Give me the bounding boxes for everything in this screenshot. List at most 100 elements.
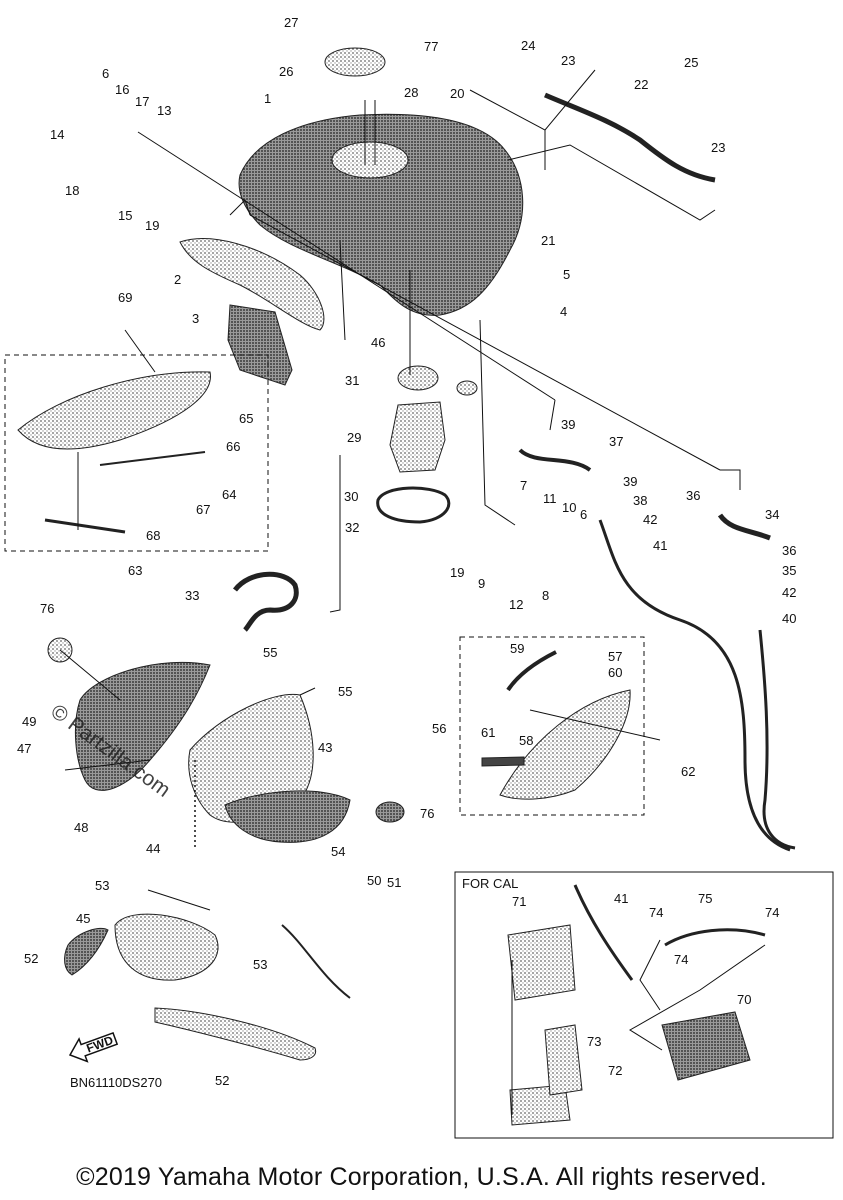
canister-70-part	[661, 1011, 751, 1081]
part-label-63: 63	[128, 563, 142, 578]
part-label-19a: 19	[145, 218, 159, 233]
part-label-29: 29	[347, 430, 361, 445]
part-label-9: 9	[478, 576, 485, 591]
part-label-62: 62	[681, 764, 695, 779]
part-label-41b: 41	[614, 891, 628, 906]
strip-68-part	[44, 518, 126, 534]
diagram-code: BN61110DS270	[70, 1075, 162, 1090]
part-label-47: 47	[17, 741, 31, 756]
part-label-74a: 74	[649, 905, 663, 920]
part-label-73: 73	[587, 1034, 601, 1049]
part-label-45: 45	[76, 911, 90, 926]
hose-34-part	[717, 513, 771, 541]
fwd-arrow-icon: FWD	[68, 1031, 119, 1063]
part-label-13: 13	[157, 103, 171, 118]
part-label-66: 66	[226, 439, 240, 454]
part-label-77: 77	[424, 39, 438, 54]
part-label-6b: 6	[580, 507, 587, 522]
canister-71-part	[507, 924, 576, 1001]
part-label-56: 56	[432, 721, 446, 736]
part-label-14: 14	[50, 127, 64, 142]
part-label-16: 16	[115, 82, 129, 97]
part-label-39a: 39	[561, 417, 575, 432]
part-label-17: 17	[135, 94, 149, 109]
part-label-75: 75	[698, 891, 712, 906]
copyright-notice: ©2019 Yamaha Motor Corporation, U.S.A. A…	[76, 1163, 767, 1191]
part-label-74b: 74	[765, 905, 779, 920]
cover-62-part	[499, 689, 631, 800]
fuel-pump-part	[389, 401, 446, 473]
part-label-59: 59	[510, 641, 524, 656]
hose-37-part	[518, 448, 592, 472]
part-label-32: 32	[345, 520, 359, 535]
part-label-18: 18	[65, 183, 79, 198]
part-label-7: 7	[520, 478, 527, 493]
fwd-label: FWD	[85, 1033, 116, 1056]
part-label-70: 70	[737, 992, 751, 1007]
part-label-20: 20	[450, 86, 464, 101]
strip-59-part	[506, 650, 557, 692]
leader-lines	[59, 69, 766, 1115]
part-label-50: 50	[367, 873, 381, 888]
pump-gasket-part	[376, 486, 451, 524]
part-label-71: 71	[512, 894, 526, 909]
part-label-39b: 39	[623, 474, 637, 489]
fuel-cap-recess-part	[331, 141, 409, 179]
part-label-48: 48	[74, 820, 88, 835]
part-label-22: 22	[634, 77, 648, 92]
part-label-6a: 6	[102, 66, 109, 81]
part-label-31: 31	[345, 373, 359, 388]
part-label-25: 25	[684, 55, 698, 70]
part-label-21: 21	[541, 233, 555, 248]
part-label-55a: 55	[263, 645, 277, 660]
hose-22-part	[544, 92, 716, 183]
part-label-30: 30	[344, 489, 358, 504]
part-label-58: 58	[519, 733, 533, 748]
bracket-72-part	[509, 1084, 571, 1126]
group-box-56	[459, 636, 645, 816]
part-label-61: 61	[481, 725, 495, 740]
part-label-68: 68	[146, 528, 160, 543]
part-label-76b: 76	[420, 806, 434, 821]
part-label-26: 26	[279, 64, 293, 79]
part-label-23a: 23	[561, 53, 575, 68]
part-label-42b: 42	[782, 585, 796, 600]
part-label-23b: 23	[711, 140, 725, 155]
part-label-43: 43	[318, 740, 332, 755]
part-label-19b: 19	[450, 565, 464, 580]
hose-75-part	[664, 928, 766, 947]
for-cal-box	[454, 871, 834, 1139]
part-label-64: 64	[222, 487, 236, 502]
strip-61-part	[481, 756, 525, 767]
part-label-36a: 36	[686, 488, 700, 503]
part-label-76a: 76	[40, 601, 54, 616]
part-label-27: 27	[284, 15, 298, 30]
heat-shield-part	[227, 304, 293, 386]
part-label-36b: 36	[782, 543, 796, 558]
filter-cap-part	[397, 365, 439, 391]
part-label-24: 24	[521, 38, 535, 53]
hose-42-part	[758, 629, 796, 850]
for-cal-label: FOR CAL	[462, 876, 518, 891]
cover-53-part	[281, 924, 351, 999]
part-label-42a: 42	[643, 512, 657, 527]
part-label-4: 4	[560, 304, 567, 319]
part-label-38: 38	[633, 493, 647, 508]
part-label-1: 1	[264, 91, 271, 106]
part-label-67: 67	[196, 502, 210, 517]
part-label-53a: 53	[95, 878, 109, 893]
part-label-72: 72	[608, 1063, 622, 1078]
part-label-35: 35	[782, 563, 796, 578]
hose-41-cal-part	[573, 884, 634, 981]
trim-66-part	[99, 451, 206, 466]
group-box-63	[4, 354, 269, 552]
part-label-40: 40	[782, 611, 796, 626]
part-label-12: 12	[509, 597, 523, 612]
part-label-8: 8	[542, 588, 549, 603]
part-label-51: 51	[387, 875, 401, 890]
part-label-41a: 41	[653, 538, 667, 553]
part-label-54: 54	[331, 844, 345, 859]
part-label-33: 33	[185, 588, 199, 603]
part-label-2: 2	[174, 272, 181, 287]
